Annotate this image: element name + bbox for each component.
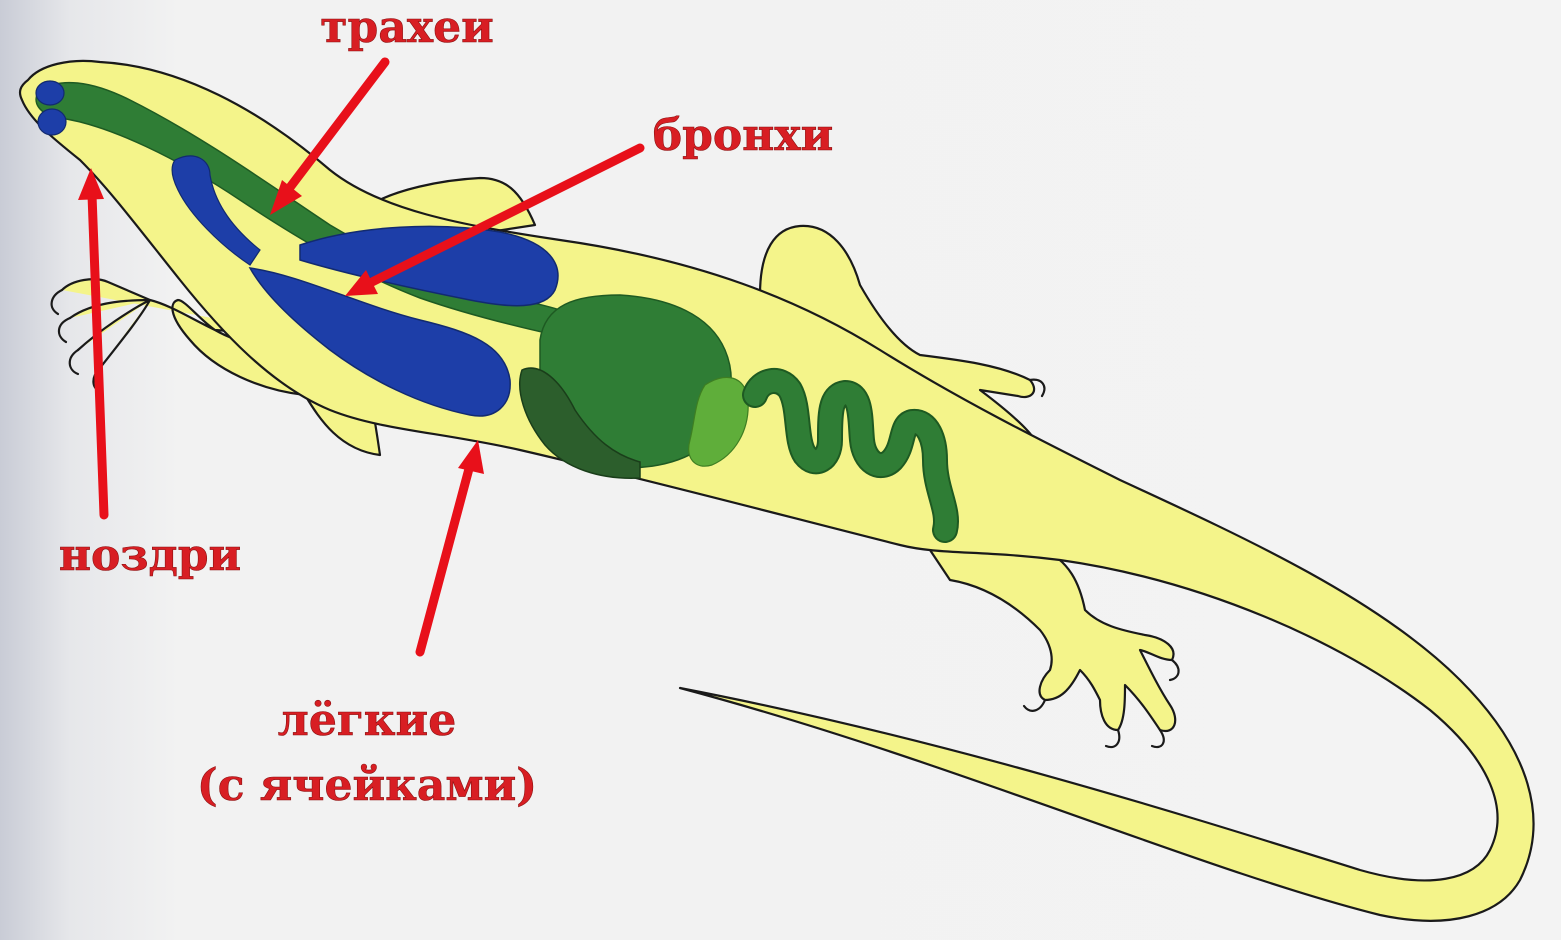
nostril-bottom [38,109,66,135]
arrow-lungs [420,440,484,652]
nostril-top [36,81,64,105]
label-lungs: лёгкие [278,695,456,746]
label-trachea: трахеи [320,2,493,53]
arrow-nostrils [78,168,104,515]
label-lungs-detail: (с ячейками) [197,760,537,811]
label-bronchi: бронхи [653,110,834,161]
label-nostrils: ноздри [59,530,241,581]
